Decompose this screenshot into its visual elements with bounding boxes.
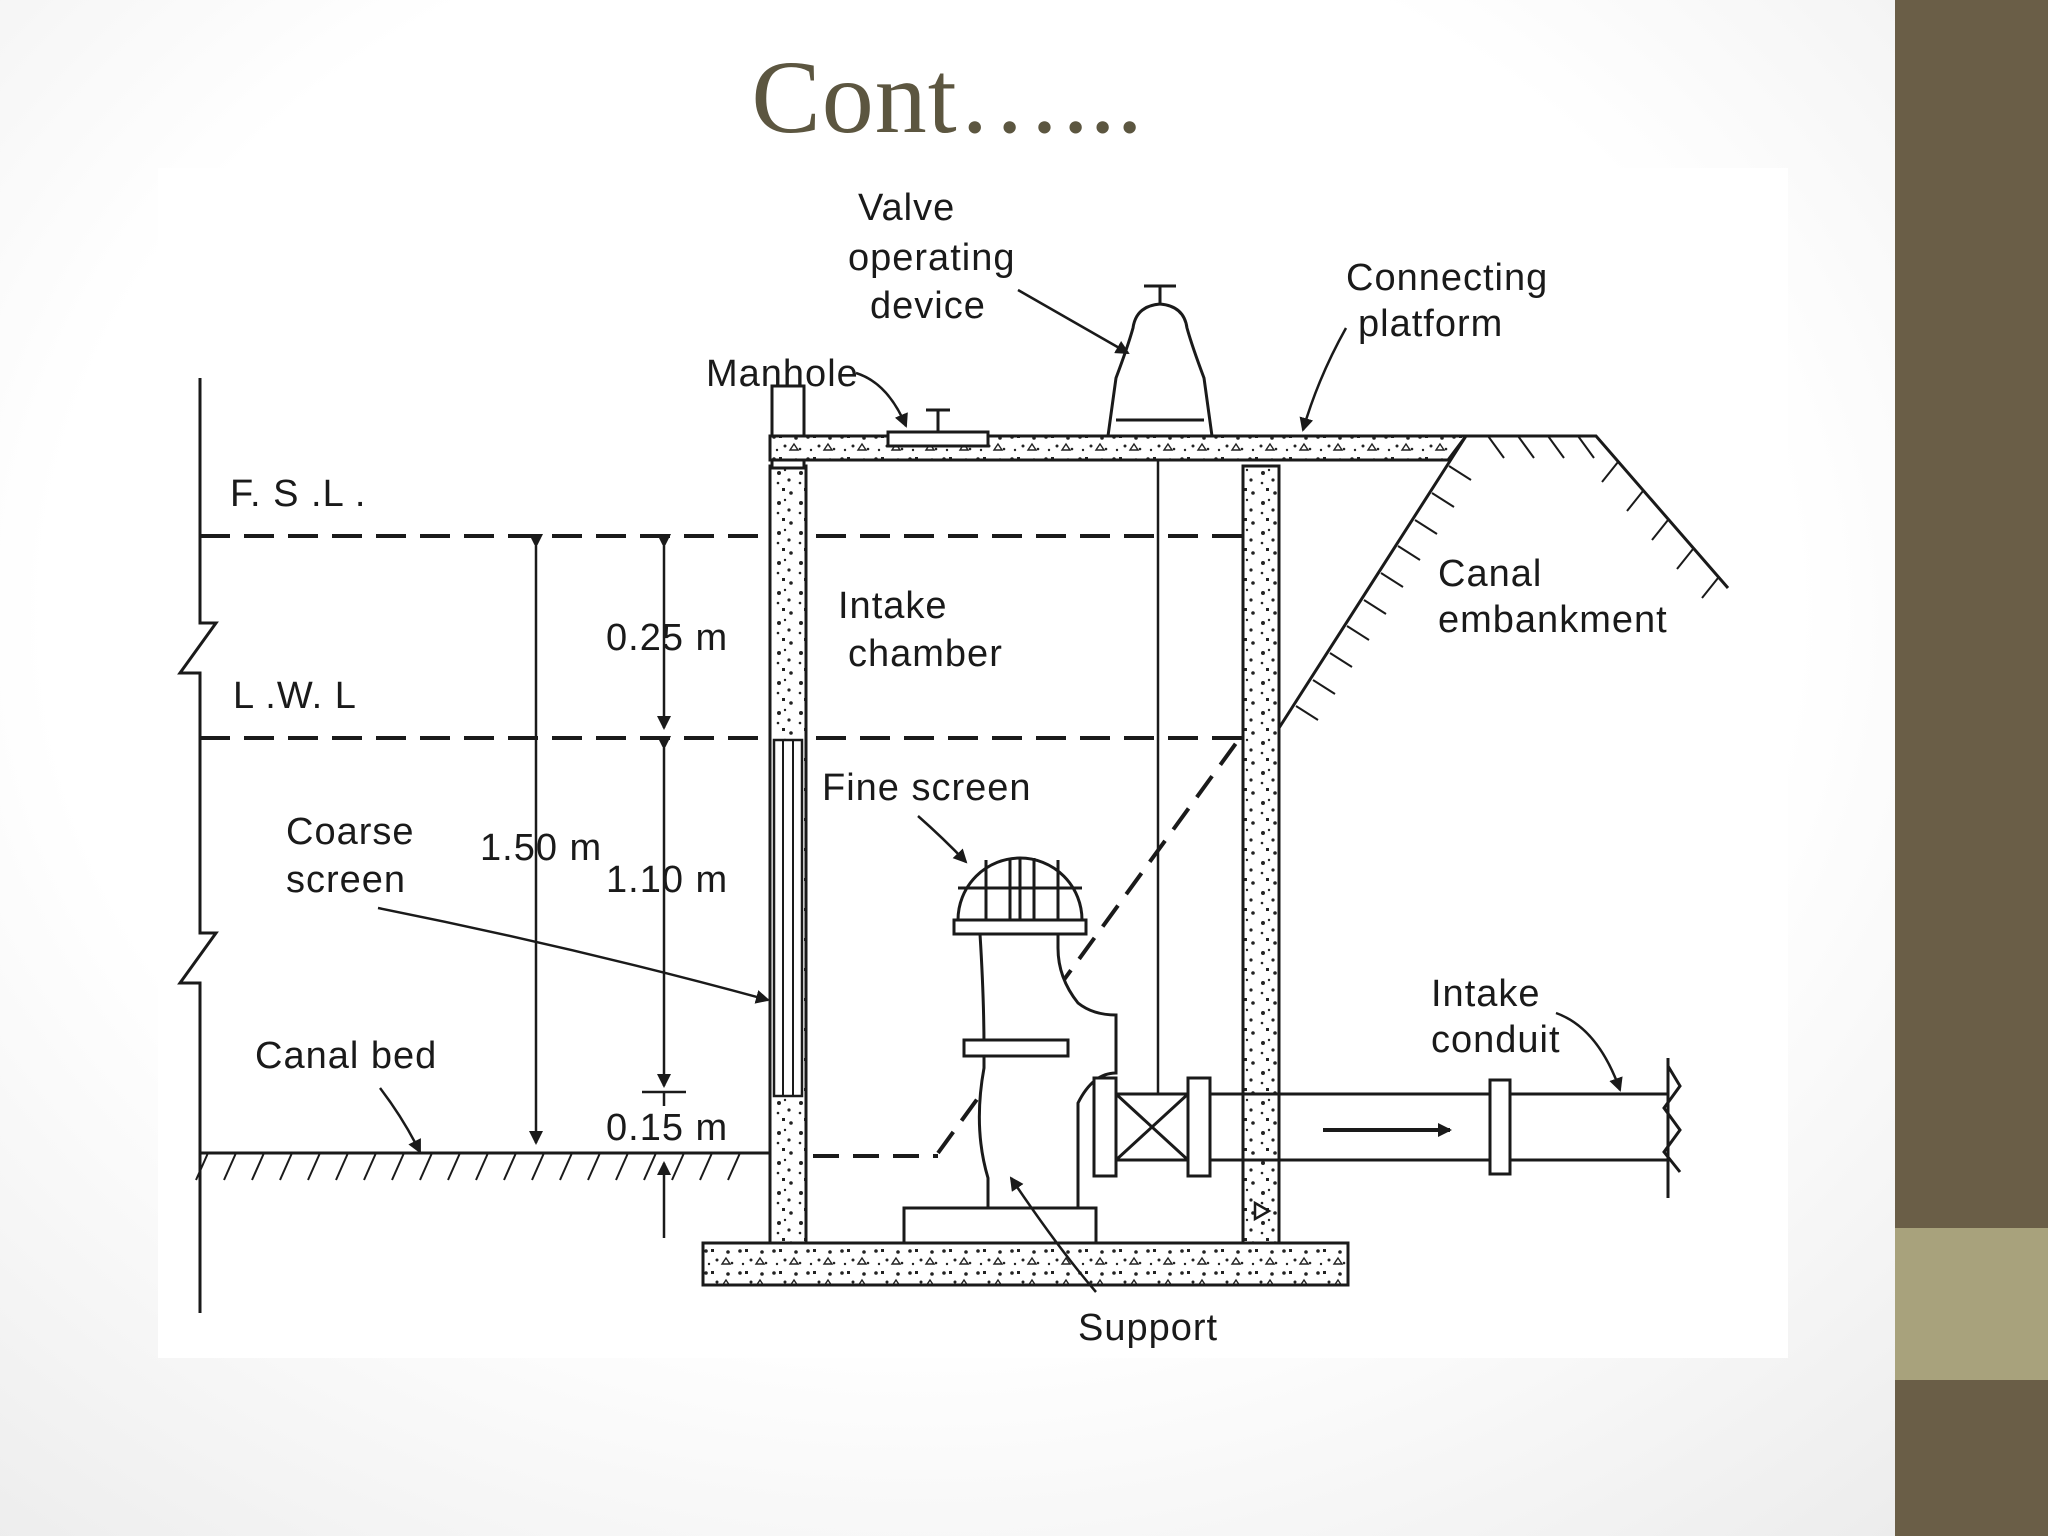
label-canal-bed: Canal bed xyxy=(255,1035,437,1077)
label-conduit-1: Intake xyxy=(1431,973,1541,1015)
label-fsl: F. S .L . xyxy=(230,473,366,515)
label-coarse-2: screen xyxy=(286,859,406,901)
manhole-cover xyxy=(886,408,990,448)
label-canal-1: Canal xyxy=(1438,553,1542,595)
label-valve-1: Valve xyxy=(858,187,955,229)
base-slab xyxy=(701,1241,1350,1287)
label-support: Support xyxy=(1078,1307,1218,1349)
label-fine-screen: Fine screen xyxy=(822,767,1032,809)
left-boundary-line xyxy=(177,378,219,1313)
label-coarse-1: Coarse xyxy=(286,811,415,853)
label-intake-chamber-2: chamber xyxy=(848,633,1003,675)
dimension-lines xyxy=(529,534,686,1238)
canal-embankment xyxy=(1277,434,1730,729)
gate-valve xyxy=(1114,1092,1190,1162)
diagram-svg: Valve operating device Connecting platfo… xyxy=(177,187,1730,1349)
top-slab xyxy=(768,434,1469,462)
valve-operating-device xyxy=(1106,284,1214,438)
slide-title: Cont…... xyxy=(751,40,1144,155)
dim-0-25: 0.25 m xyxy=(606,617,728,659)
suction-pipe xyxy=(902,932,1118,1245)
label-valve-2: operating xyxy=(848,237,1015,279)
label-intake-chamber-1: Intake xyxy=(838,585,948,627)
canal-bed-hatching xyxy=(195,1152,741,1181)
coarse-screen-bars xyxy=(772,738,804,1098)
embankment-hatching xyxy=(1295,435,1719,721)
label-valve-3: device xyxy=(870,285,986,327)
label-connecting-1: Connecting xyxy=(1346,257,1548,299)
label-connecting-2: platform xyxy=(1358,303,1503,345)
label-conduit-2: conduit xyxy=(1431,1019,1561,1061)
label-manhole: Manhole xyxy=(706,353,859,395)
dim-1-10: 1.10 m xyxy=(606,859,728,901)
leader-arrows xyxy=(377,288,1623,1293)
right-wall xyxy=(1241,464,1281,1260)
dim-0-15: 0.15 m xyxy=(606,1107,728,1149)
fine-screen xyxy=(952,856,1088,936)
sidebar-accent-block xyxy=(1895,1228,2048,1380)
intake-conduit xyxy=(1092,1058,1682,1198)
label-lwl: L .W. L xyxy=(233,675,357,717)
label-canal-2: embankment xyxy=(1438,599,1668,641)
dim-1-50: 1.50 m xyxy=(480,827,602,869)
intake-diagram: Valve operating device Connecting platfo… xyxy=(158,168,1788,1358)
